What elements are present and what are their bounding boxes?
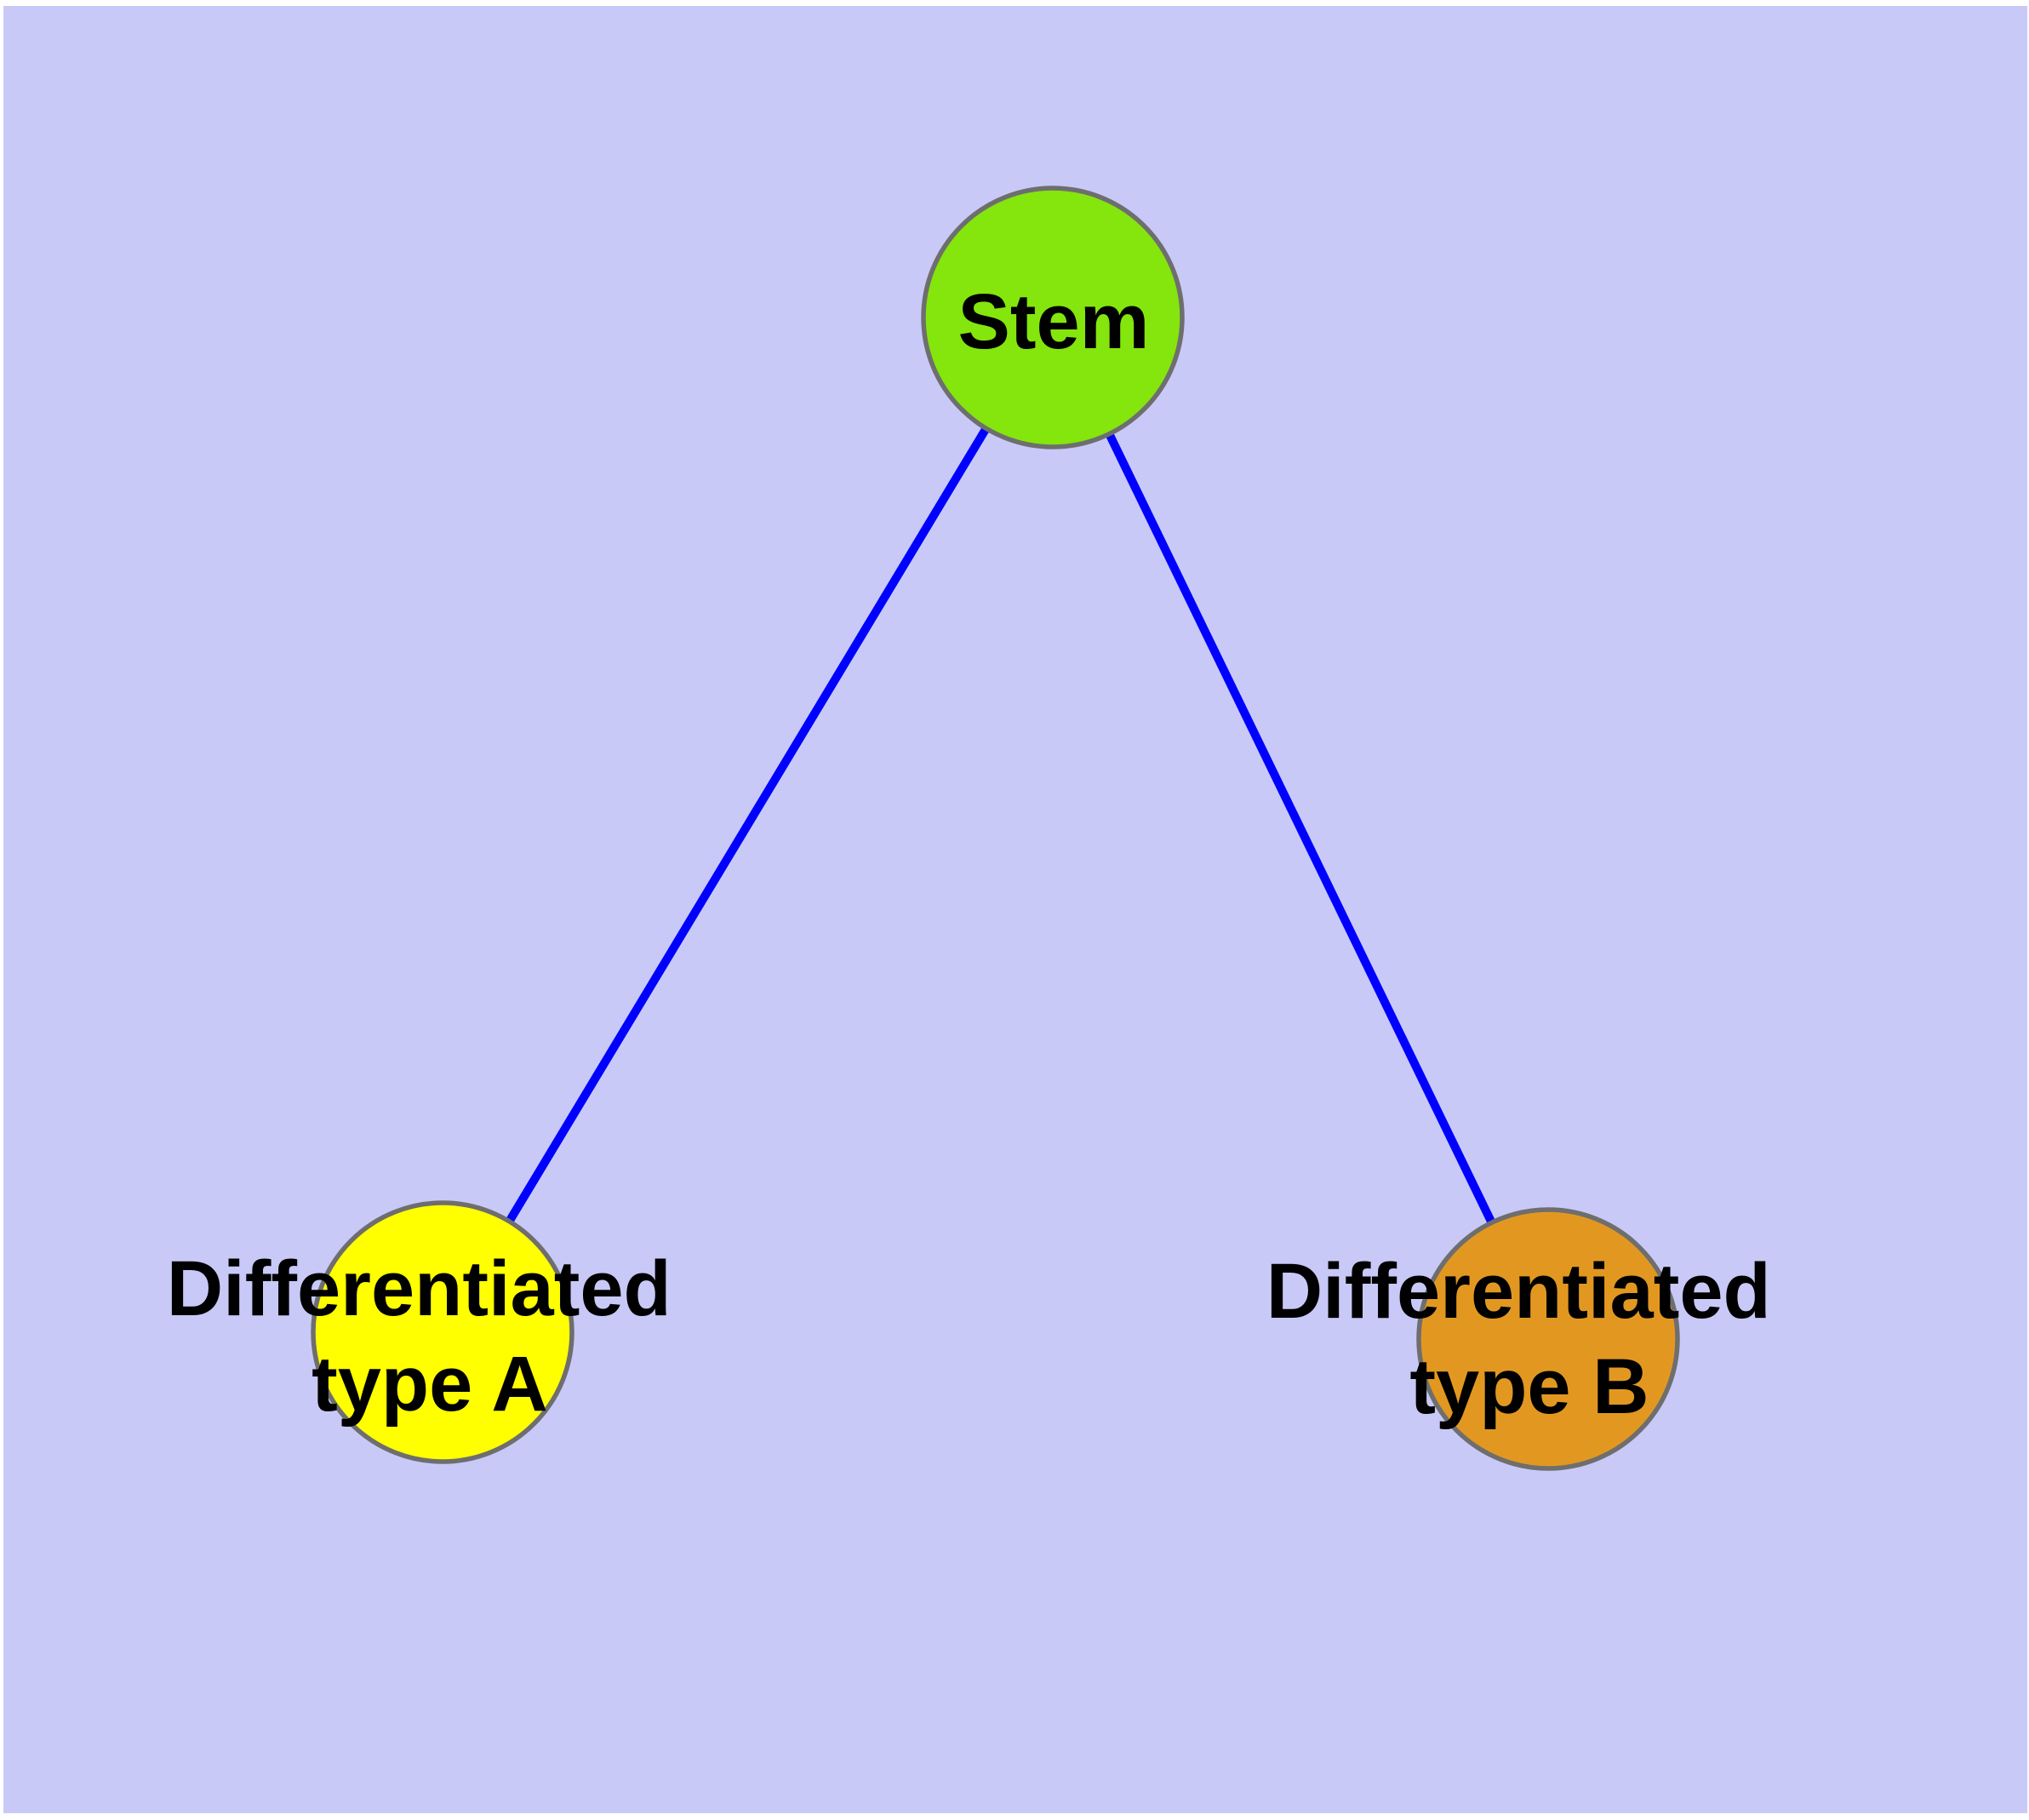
edge-stem-to-type-a [438, 315, 1057, 1335]
node-type-b-label-line2: type B [1409, 1343, 1649, 1430]
node-type-b-label: Differentiated type B [1266, 1248, 1793, 1430]
node-differentiated-type-b [1416, 1207, 1680, 1471]
edge-stem-to-type-b [1049, 315, 1552, 1342]
node-type-a-label-line2: type A [311, 1341, 548, 1428]
node-stem [921, 186, 1185, 449]
node-type-a-label-line1: Differentiated [167, 1245, 672, 1332]
node-type-b-label-line1: Differentiated [1266, 1248, 1771, 1335]
node-stem-label: Stem [958, 278, 1150, 365]
node-type-a-label: Differentiated type A [167, 1245, 694, 1428]
node-differentiated-type-a [311, 1200, 574, 1464]
